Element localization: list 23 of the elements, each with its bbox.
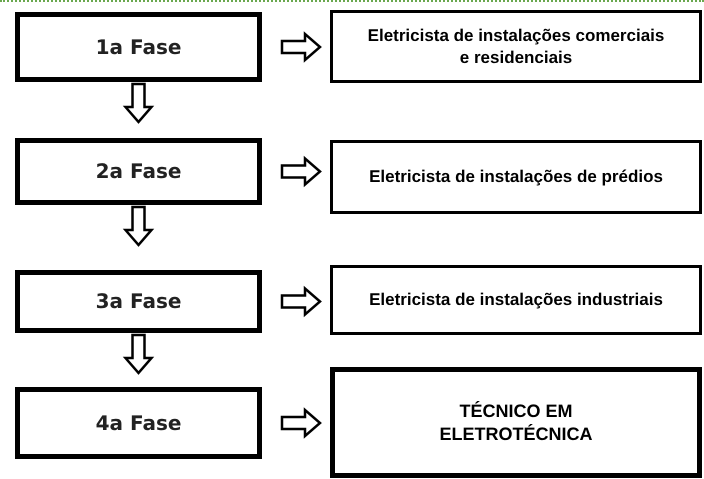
box-text: Eletricista de instalações comerciais e residenciais <box>366 25 666 68</box>
phase-box <box>15 270 262 333</box>
block-arrow <box>280 156 322 188</box>
phase-box <box>15 138 262 205</box>
box-text: 2a Fase <box>96 159 182 184</box>
career-box <box>330 10 702 83</box>
phase-box <box>15 12 262 82</box>
box-text: TÉCNICO EM ELETROTÉCNICA <box>438 400 594 445</box>
block-arrow <box>280 286 322 318</box>
box-text: Eletricista de instalações de prédios <box>369 166 663 188</box>
box-text: 1a Fase <box>96 34 182 60</box>
block-arrow <box>280 31 322 63</box>
career-box <box>330 367 702 478</box>
phase-box <box>15 387 262 459</box>
box-text: 4a Fase <box>96 410 182 436</box>
block-arrow <box>280 407 322 439</box>
box-text: Eletricista de instalações industriais <box>369 289 663 311</box>
block-arrow <box>122 206 154 247</box>
career-box <box>330 140 702 214</box>
block-arrow <box>122 82 154 124</box>
box-text: 3a Fase <box>96 289 182 314</box>
career-box <box>330 265 702 335</box>
block-arrow <box>122 334 154 375</box>
